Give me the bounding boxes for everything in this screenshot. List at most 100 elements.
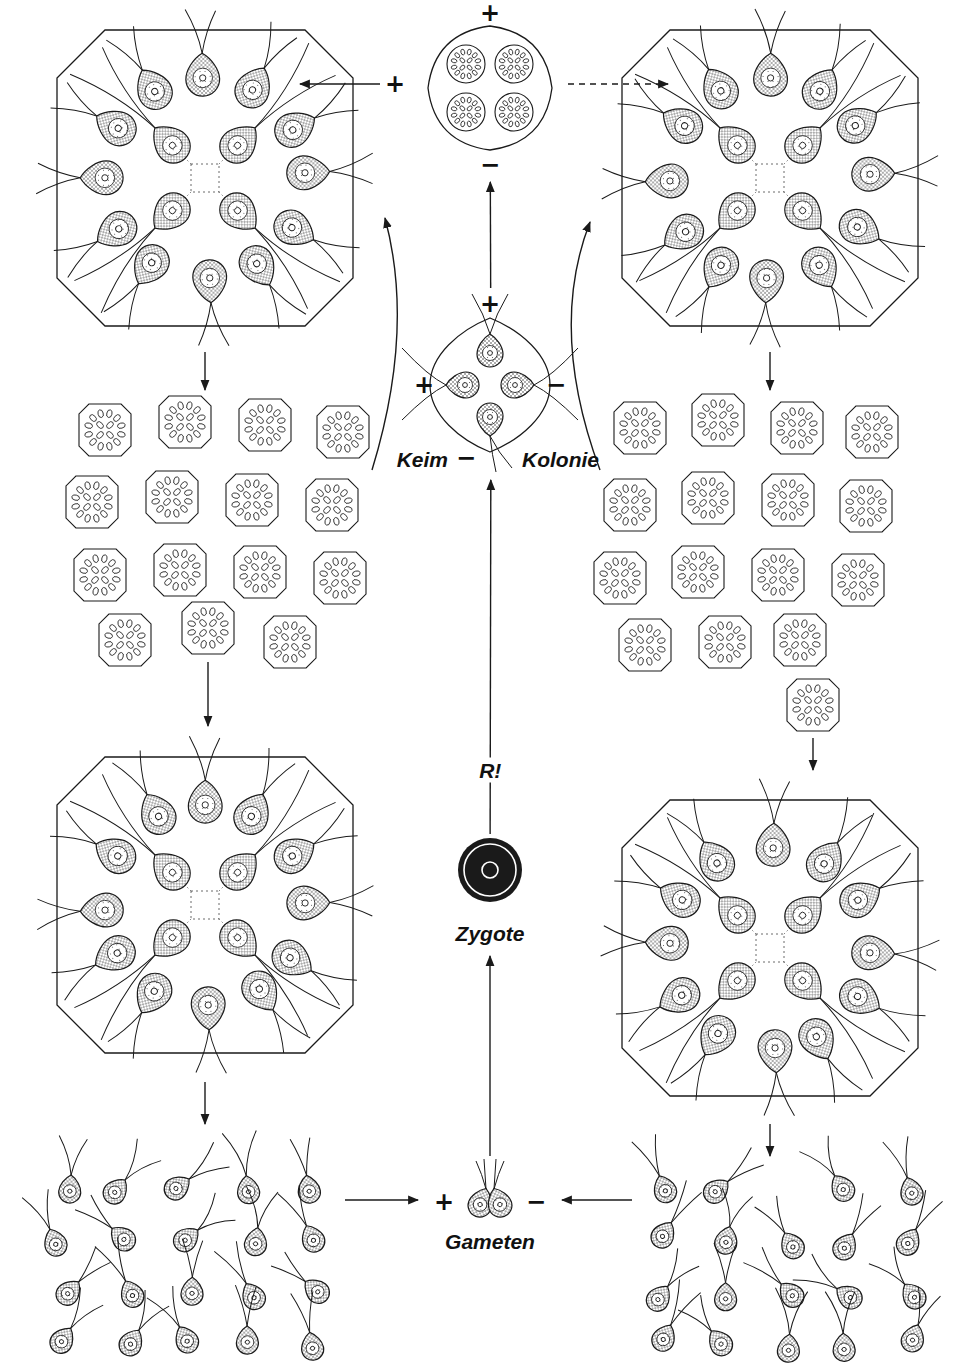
cell-nucleus-area bbox=[655, 1331, 672, 1348]
cell-body bbox=[192, 259, 228, 303]
flagellum bbox=[119, 1013, 155, 1059]
daughter-cell bbox=[282, 654, 289, 663]
daughter-cell bbox=[797, 418, 806, 427]
daughter-cell bbox=[841, 587, 850, 596]
cell-strand bbox=[219, 919, 225, 925]
algal-cell bbox=[192, 259, 230, 347]
flagellum bbox=[828, 1051, 863, 1097]
daughter-cell bbox=[859, 592, 866, 601]
flagellum bbox=[906, 1287, 930, 1325]
stage-name: Kolonie bbox=[522, 449, 599, 470]
cell-nucleus-area bbox=[195, 795, 215, 815]
flagellum bbox=[306, 240, 350, 273]
daughter-cell bbox=[319, 570, 328, 577]
daughter-cell bbox=[471, 117, 478, 124]
daughter-cell bbox=[515, 97, 520, 103]
cell-body bbox=[80, 892, 125, 928]
daughter-cell bbox=[719, 399, 726, 408]
daughter-cell bbox=[804, 411, 813, 420]
daughter-cell bbox=[519, 69, 526, 76]
colony-center bbox=[191, 164, 219, 192]
flagellum bbox=[273, 1001, 310, 1047]
cell-nucleus-area bbox=[122, 1335, 139, 1352]
daughter-cell bbox=[75, 485, 84, 494]
cell-body bbox=[754, 53, 788, 96]
flagellum bbox=[209, 1029, 226, 1073]
flagellum bbox=[54, 229, 98, 263]
daughter-cell bbox=[191, 635, 200, 644]
algal-cell bbox=[446, 372, 479, 398]
cell-nucleus bbox=[130, 1293, 135, 1298]
daughter-cell bbox=[858, 518, 865, 527]
daughter-cell bbox=[315, 488, 324, 497]
daughter-cell bbox=[800, 630, 809, 639]
algal-cell bbox=[287, 885, 375, 921]
daughter-cell bbox=[155, 504, 164, 513]
daughter-cell bbox=[620, 495, 629, 504]
flagellum bbox=[182, 1239, 194, 1278]
algal-cell bbox=[793, 1253, 869, 1318]
daughter-cell bbox=[355, 433, 364, 440]
cell-strand bbox=[750, 928, 756, 934]
algal-cell bbox=[106, 24, 179, 116]
daughter-cell bbox=[471, 100, 478, 107]
daughter-cell bbox=[132, 623, 141, 632]
algal-cell bbox=[673, 241, 745, 333]
algal-cell bbox=[147, 1284, 205, 1358]
daughter-cell bbox=[125, 630, 134, 639]
daughter-cell bbox=[267, 555, 276, 564]
cell-nucleus-area bbox=[458, 378, 473, 393]
cell-body bbox=[213, 116, 267, 170]
daughter-cell bbox=[454, 52, 461, 59]
daughter-cell bbox=[612, 557, 619, 566]
daughter-cell bbox=[867, 518, 874, 527]
daughter-cell bbox=[164, 423, 173, 430]
cell-nucleus-area bbox=[239, 77, 265, 103]
daughter-cell bbox=[845, 507, 854, 514]
cell-nucleus-area bbox=[761, 68, 781, 88]
daughter-cell bbox=[168, 429, 177, 438]
daughter-cell bbox=[632, 579, 641, 586]
daughter-cell bbox=[619, 429, 628, 436]
cell-body bbox=[80, 161, 123, 195]
algal-cell bbox=[50, 79, 142, 152]
gamete-pair-node: +−Gameten bbox=[420, 1158, 560, 1258]
cell-nucleus bbox=[233, 868, 242, 877]
daughter-cell bbox=[652, 420, 661, 427]
daughter-cell bbox=[101, 554, 108, 563]
cell-body bbox=[825, 1170, 859, 1205]
daughter-cell bbox=[159, 562, 168, 569]
flagellum bbox=[762, 1073, 779, 1116]
daughter-cell bbox=[347, 561, 356, 570]
daughter-cell bbox=[97, 442, 104, 451]
cell-nucleus bbox=[128, 1341, 134, 1347]
daughter-cell bbox=[688, 572, 697, 581]
cell-nucleus-area bbox=[246, 976, 273, 1003]
daughter-cell bbox=[340, 578, 349, 587]
cell-nucleus bbox=[680, 122, 689, 131]
flagellum bbox=[895, 938, 940, 956]
cell-nucleus-area bbox=[95, 168, 115, 188]
mating-type-sign: + bbox=[385, 72, 405, 96]
daughter-cell bbox=[873, 513, 882, 522]
algal-cell bbox=[22, 1188, 72, 1261]
daughter-envelope bbox=[619, 619, 671, 671]
daughter-cell bbox=[162, 497, 171, 506]
daughter-cell bbox=[792, 706, 801, 713]
daughter-cell bbox=[787, 428, 796, 437]
daughter-cell bbox=[460, 73, 465, 79]
cell-nucleus-area bbox=[198, 995, 218, 1015]
daughter-colony bbox=[604, 479, 656, 531]
cell-body bbox=[647, 1217, 681, 1253]
daughter-cell bbox=[779, 554, 786, 563]
mating-type-sign: + bbox=[434, 1190, 454, 1214]
cell-body bbox=[477, 403, 503, 436]
daughter-cell bbox=[235, 483, 244, 492]
colony-center bbox=[756, 934, 784, 962]
daughter-cell bbox=[878, 498, 887, 505]
cell-body bbox=[116, 1276, 148, 1311]
cell-nucleus-area bbox=[806, 252, 833, 279]
daughter-cell bbox=[737, 634, 746, 641]
algal-cell bbox=[101, 238, 176, 330]
daughter-cell bbox=[873, 444, 880, 453]
